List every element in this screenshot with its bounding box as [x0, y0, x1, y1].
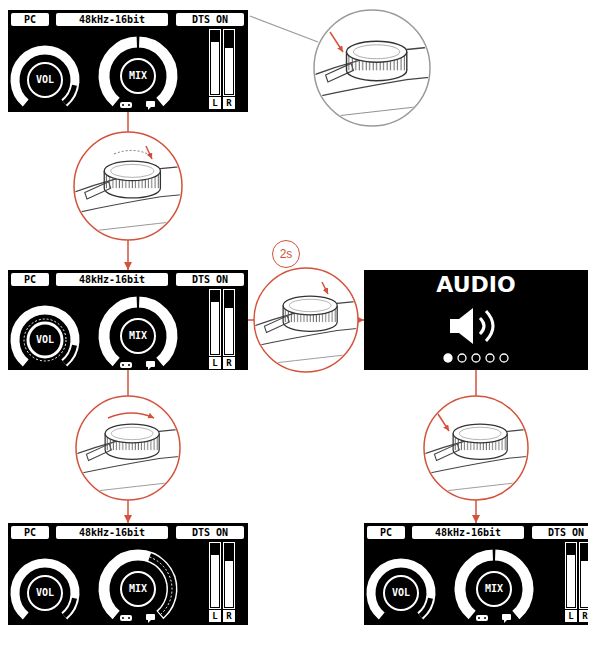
status-pill: 48kHz-16bit — [56, 526, 168, 539]
status-pill: DTS ON — [176, 273, 244, 286]
hold-badge: 2s — [272, 240, 300, 268]
status-pill: DTS ON — [532, 526, 588, 539]
status-pill: 48kHz-16bit — [56, 273, 168, 286]
display-screen: PC 48kHz-16bit DTS ON VOL MIX LR — [8, 270, 248, 370]
status-pill: PC — [367, 526, 405, 539]
duration-label: 2s — [280, 247, 293, 261]
channel-label: R — [223, 357, 235, 369]
dial-label: MIX — [129, 330, 147, 342]
display-screen: PC 48kHz-16bit DTS ON VOL MIX LR — [8, 523, 248, 625]
dial-label: VOL — [36, 334, 54, 346]
display-screen: PC 48kHz-16bit DTS ON VOL MIX LR — [8, 10, 248, 112]
channel-label: L — [209, 357, 221, 369]
dial-label: VOL — [36, 587, 54, 599]
status-pill: PC — [11, 13, 49, 26]
dial-label: MIX — [129, 70, 147, 82]
status-pill: PC — [11, 273, 49, 286]
channel-label: R — [223, 97, 235, 109]
dial-label: VOL — [392, 587, 410, 599]
display-screen: PC 48kHz-16bit DTS ON VOL MIX LR — [364, 523, 588, 625]
menu-screen: AUDIO — [364, 270, 588, 370]
status-pill: DTS ON — [176, 526, 244, 539]
menu-title: AUDIO — [364, 272, 588, 298]
status-pill: 48kHz-16bit — [412, 526, 524, 539]
channel-label: L — [209, 610, 221, 622]
channel-label: R — [579, 610, 588, 622]
dial-label: MIX — [485, 583, 503, 595]
channel-label: L — [209, 97, 221, 109]
dial-label: MIX — [129, 583, 147, 595]
channel-label: L — [565, 610, 577, 622]
status-pill: 48kHz-16bit — [56, 13, 168, 26]
dial-label: VOL — [36, 74, 54, 86]
channel-label: R — [223, 610, 235, 622]
status-pill: PC — [11, 526, 49, 539]
status-pill: DTS ON — [176, 13, 244, 26]
